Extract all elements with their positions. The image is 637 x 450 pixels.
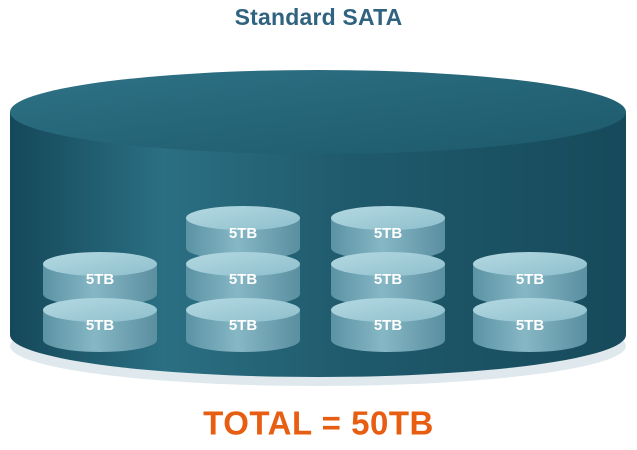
disk-body bbox=[186, 218, 300, 260]
disk: 5TB bbox=[473, 252, 587, 306]
disk: 5TB bbox=[331, 252, 445, 306]
disk: 5TB bbox=[186, 206, 300, 260]
disk-capacity-label: 5TB bbox=[229, 225, 258, 242]
disk-body bbox=[186, 310, 300, 352]
disk-top bbox=[43, 252, 157, 276]
disk-capacity-label: 5TB bbox=[374, 317, 403, 334]
disk: 5TB bbox=[43, 298, 157, 352]
disk-capacity-label: 5TB bbox=[86, 317, 115, 334]
disk-top bbox=[43, 298, 157, 322]
total-capacity: TOTAL = 50TB bbox=[203, 404, 434, 442]
disk-body bbox=[331, 310, 445, 352]
disk-top bbox=[186, 252, 300, 276]
disk-capacity-label: 5TB bbox=[516, 317, 545, 334]
disk-capacity-label: 5TB bbox=[516, 271, 545, 288]
disk-capacity-label: 5TB bbox=[374, 271, 403, 288]
disk-capacity-label: 5TB bbox=[229, 317, 258, 334]
storage-pool-cylinder bbox=[10, 70, 626, 386]
disk-stack: 5TB 5TB bbox=[43, 252, 157, 352]
disk-stack: 5TB 5TB 5TB bbox=[331, 206, 445, 352]
disk: 5TB bbox=[331, 206, 445, 260]
disk: 5TB bbox=[186, 298, 300, 352]
disk: 5TB bbox=[43, 252, 157, 306]
disk-body bbox=[331, 218, 445, 260]
disk-capacity-label: 5TB bbox=[86, 271, 115, 288]
disk-stack: 5TB 5TB bbox=[473, 252, 587, 352]
disk-top bbox=[186, 206, 300, 230]
diagram-title: Standard SATA bbox=[234, 4, 403, 30]
pool-body bbox=[10, 112, 626, 377]
pool-top bbox=[10, 70, 626, 154]
disk-top bbox=[186, 298, 300, 322]
disk: 5TB bbox=[473, 298, 587, 352]
disk-body bbox=[331, 264, 445, 306]
disk: 5TB bbox=[331, 298, 445, 352]
disk-stack: 5TB 5TB 5TB bbox=[186, 206, 300, 352]
disk-top bbox=[331, 298, 445, 322]
disk-capacity-label: 5TB bbox=[229, 271, 258, 288]
disk-body bbox=[473, 310, 587, 352]
disk-body bbox=[43, 264, 157, 306]
disk-body bbox=[473, 264, 587, 306]
disk-top bbox=[331, 206, 445, 230]
disk: 5TB bbox=[186, 252, 300, 306]
disk-capacity-label: 5TB bbox=[374, 225, 403, 242]
disk-top bbox=[473, 298, 587, 322]
disk-body bbox=[43, 310, 157, 352]
disk-top bbox=[473, 252, 587, 276]
disk-body bbox=[186, 264, 300, 306]
disk-top bbox=[331, 252, 445, 276]
disk-stacks: 5TB 5TB 5TB 5TB 5TB 5TB 5TB 5TB 5TB 5TB bbox=[43, 206, 587, 352]
